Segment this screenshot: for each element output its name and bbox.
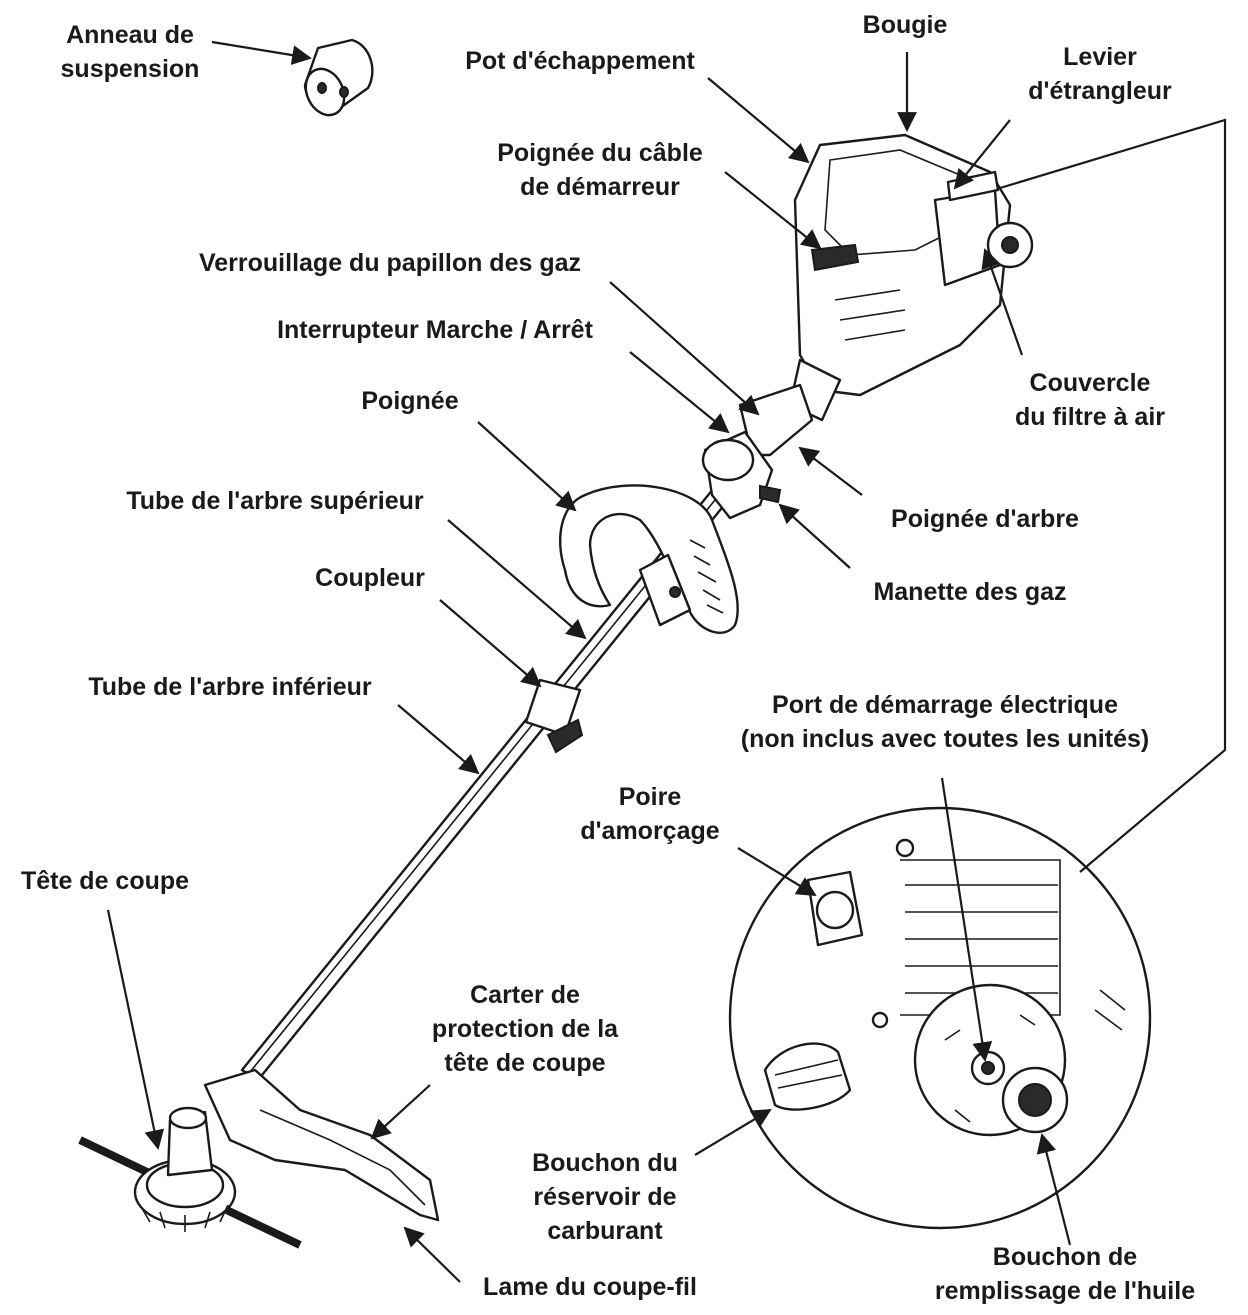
label-on-off-switch: Interrupteur Marche / Arrêt	[277, 316, 593, 344]
arrow-primer-bulb	[737, 847, 817, 897]
arrow-lower-shaft	[397, 704, 480, 775]
label-fuel-cap: Bouchon du réservoir de carburant	[532, 1149, 678, 1245]
arrow-oil-fill-cap	[1036, 1133, 1072, 1246]
label-upper-shaft: Tube de l'arbre supérieur	[126, 487, 424, 515]
label-line-cutter: Lame du coupe-fil	[483, 1273, 697, 1301]
label-primer-bulb: Poire d'amorçage	[580, 783, 720, 845]
label-muffler: Pot d'échappement	[465, 47, 695, 75]
label-electric-start-port: Port de démarrage électrique (non inclus…	[740, 691, 1150, 753]
arrow-guard	[370, 1084, 431, 1140]
label-shaft-grip: Poignée d'arbre	[891, 505, 1079, 533]
arrow-hanging-ring	[211, 40, 312, 65]
arrow-shaft-grip	[798, 446, 863, 496]
cutting-head-drawing	[78, 1068, 440, 1249]
label-handle: Poignée	[361, 387, 459, 415]
arrow-throttle-lockout	[609, 281, 760, 416]
label-coupler: Coupleur	[315, 564, 425, 592]
leader-arrows	[106, 40, 1072, 1283]
label-air-filter-cover: Couvercle du filtre à air	[1014, 369, 1166, 431]
label-hanging-ring: Anneau de suspension	[60, 21, 200, 83]
arrow-throttle-trigger	[778, 503, 851, 569]
label-guard: Carter de protection de la tête de coupe	[431, 981, 619, 1077]
label-oil-fill-cap: Bouchon de remplissage de l'huile	[934, 1243, 1196, 1305]
arrow-electric-start-port	[940, 777, 993, 1062]
arrow-muffler	[707, 77, 810, 164]
label-choke-lever: Levier d'étrangleur	[1028, 43, 1172, 105]
arrow-starter-handle	[724, 171, 822, 250]
arrow-on-off-switch	[629, 351, 730, 434]
label-cutting-head: Tête de coupe	[20, 867, 190, 895]
arrow-air-filter-cover	[981, 248, 1024, 356]
arrow-choke-lever	[953, 119, 1011, 190]
label-throttle-lockout: Verrouillage du papillon des gaz	[198, 249, 582, 277]
label-throttle-trigger: Manette des gaz	[873, 578, 1067, 606]
engine-drawing	[701, 133, 1034, 520]
arrow-upper-shaft	[447, 519, 587, 640]
arrow-handle	[477, 421, 577, 512]
inset-connector-line	[999, 118, 1227, 873]
label-lower-shaft: Tube de l'arbre inférieur	[88, 673, 372, 701]
inset-detail-drawing	[728, 806, 1152, 1230]
loop-handle-drawing	[558, 484, 739, 634]
arrow-line-cutter	[403, 1226, 461, 1283]
label-starter-handle: Poignée du câble de démarreur	[497, 139, 703, 201]
label-spark-plug: Bougie	[862, 11, 948, 39]
hanging-ring-drawing	[303, 38, 374, 117]
arrow-fuel-cap	[694, 1108, 772, 1156]
arrow-coupler	[439, 599, 542, 688]
arrow-cutting-head	[106, 909, 165, 1150]
